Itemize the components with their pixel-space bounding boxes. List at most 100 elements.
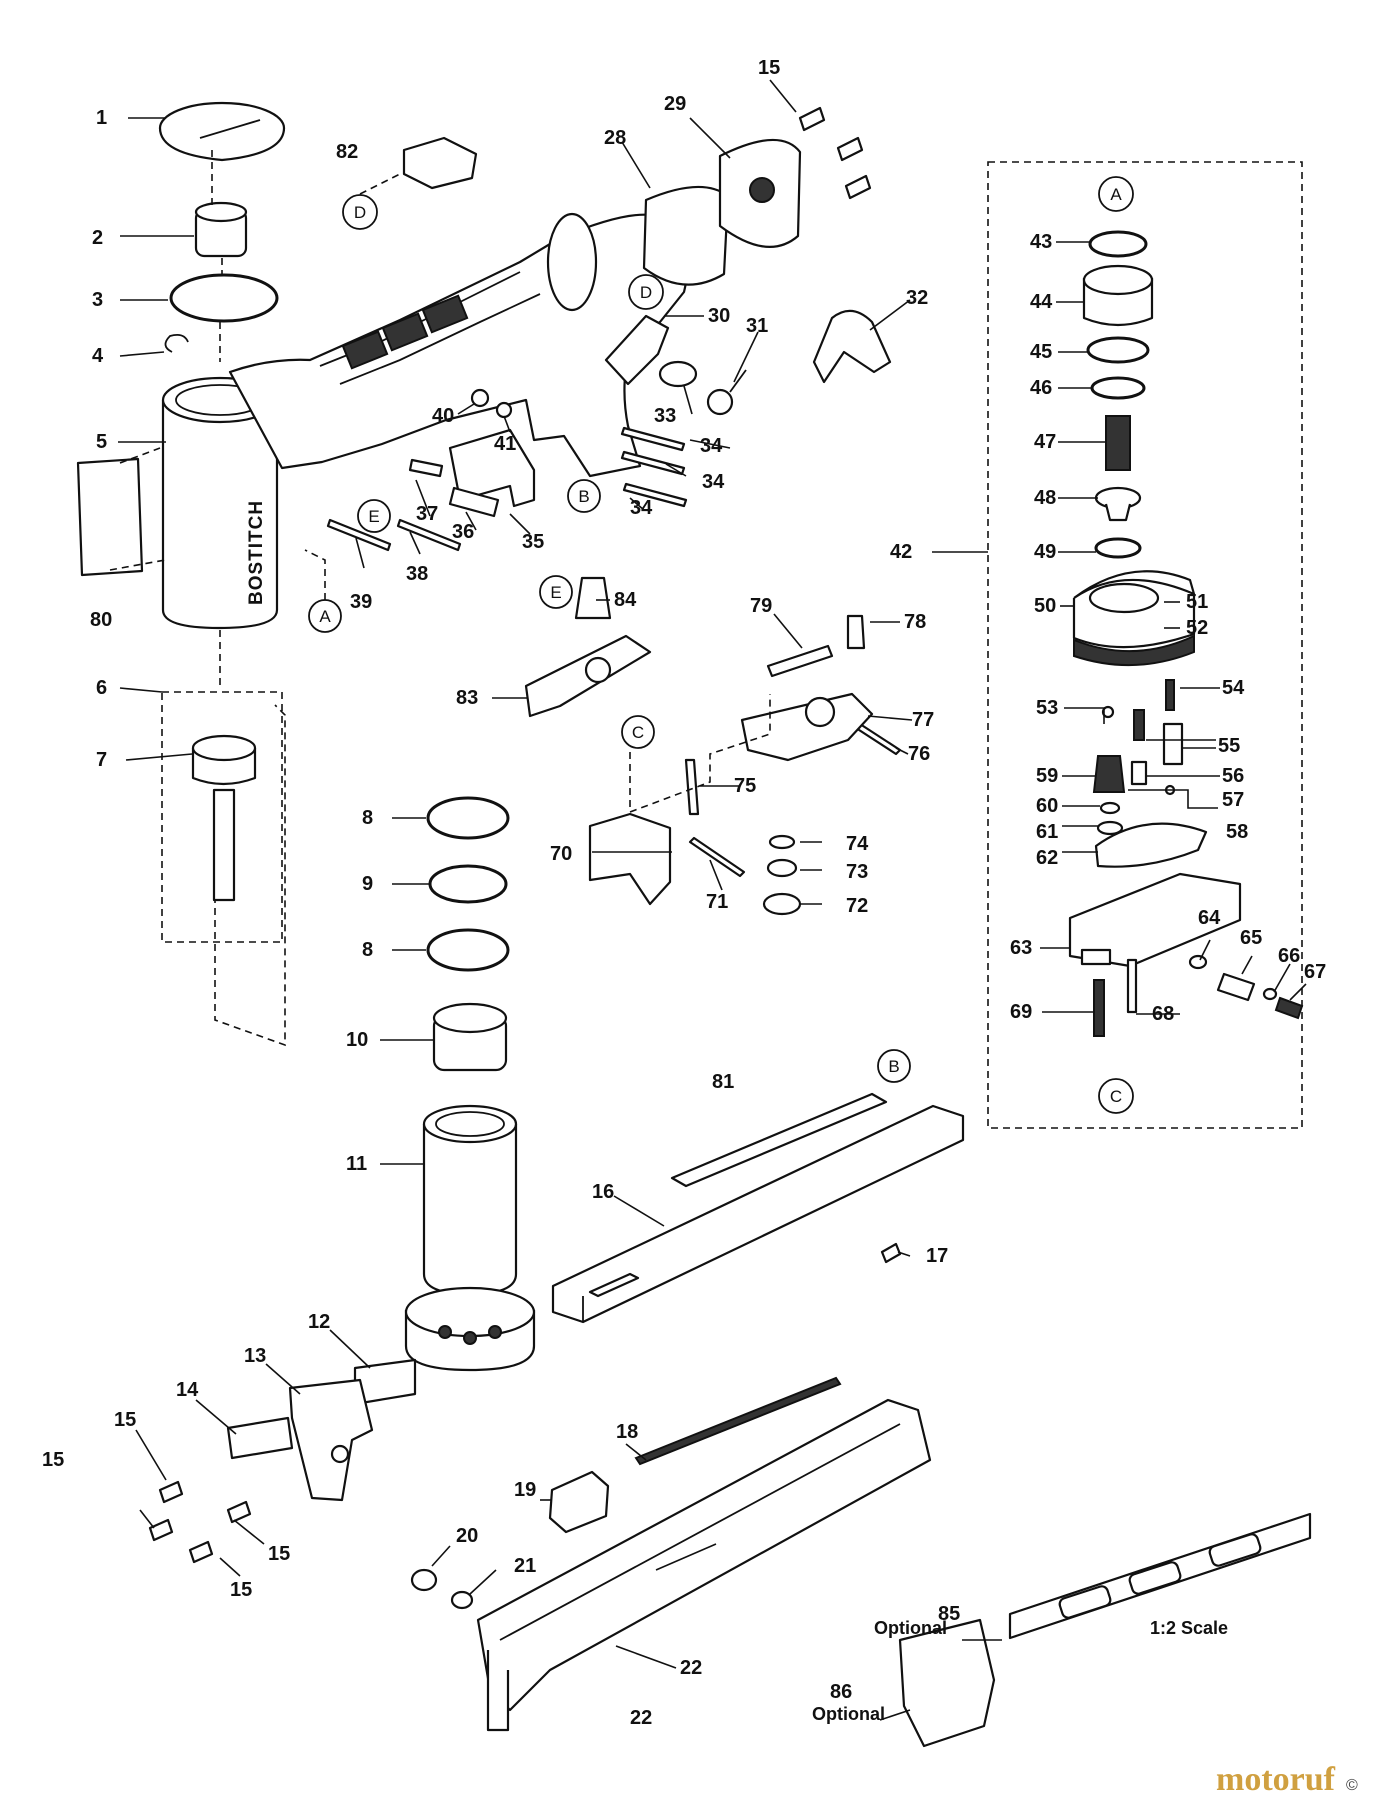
- pn-12: 12: [308, 1311, 330, 1333]
- pn-36: 36: [452, 521, 474, 543]
- pn-14: 14: [176, 1379, 199, 1401]
- part-17-screw: [880, 1242, 902, 1264]
- pn-84: 84: [614, 589, 637, 611]
- box-42: [987, 161, 1303, 1129]
- part-70-housing: [588, 812, 672, 906]
- pn-31: 31: [746, 315, 768, 337]
- pn-85: 85: [938, 1603, 960, 1625]
- pn-39: 39: [350, 591, 372, 613]
- pn-86: 86: [830, 1681, 852, 1703]
- ref-d-body: D: [628, 274, 664, 310]
- part-22-magazine: [476, 1398, 932, 1732]
- pn-83: 83: [456, 687, 478, 709]
- pn-58: 58: [1226, 821, 1248, 843]
- pn-76: 76: [908, 743, 930, 765]
- pn-73: 73: [846, 861, 868, 883]
- pn-65: 65: [1240, 927, 1262, 949]
- part-46-oring: [1090, 376, 1146, 400]
- pn-3: 3: [92, 289, 103, 311]
- part-85-shim: [1008, 1512, 1312, 1640]
- pn-38: 38: [406, 563, 428, 585]
- part-67-screw: [1274, 996, 1304, 1020]
- svg-text:E: E: [368, 507, 379, 526]
- part-38-pin: [396, 518, 462, 552]
- part-29-cover: [718, 138, 802, 248]
- pn-18: 18: [616, 1421, 638, 1443]
- pn-64: 64: [1198, 907, 1221, 929]
- pn-62: 62: [1036, 847, 1058, 869]
- pn-15d: 15: [230, 1579, 252, 1601]
- part-10-bumper: [432, 1002, 508, 1072]
- part-63-valve-block: [1068, 872, 1242, 968]
- pn-71: 71: [706, 891, 728, 913]
- pn-44: 44: [1030, 291, 1053, 313]
- part-74-washer: [768, 834, 796, 850]
- svg-text:©: ©: [1346, 1777, 1358, 1794]
- svg-text:B: B: [888, 1057, 899, 1076]
- pn-16: 16: [592, 1181, 614, 1203]
- pn-41: 41: [494, 433, 516, 455]
- pn-32: 32: [906, 287, 928, 309]
- pn-67: 67: [1304, 961, 1326, 983]
- part-13-bracket: [288, 1378, 374, 1502]
- pn-29: 29: [664, 93, 686, 115]
- guide-a: [304, 549, 326, 600]
- guide-d: [359, 173, 401, 195]
- part-16-channel: [551, 1104, 965, 1324]
- part-15-top-screws: [798, 106, 872, 200]
- ref-c-box: C: [1098, 1078, 1134, 1114]
- part-39-pin: [326, 518, 392, 552]
- part-78-spring: [846, 614, 866, 650]
- part-52-gasket: [1073, 634, 1195, 667]
- pn-40: 40: [432, 405, 454, 427]
- part-65-plug: [1216, 972, 1256, 1002]
- ref-b-channel: B: [877, 1049, 911, 1083]
- part-82-block: [402, 136, 478, 190]
- pn-34a: 34: [700, 435, 723, 457]
- part-37-pin: [408, 458, 444, 478]
- svg-text:motoruf: motoruf: [1216, 1761, 1336, 1798]
- pn-77: 77: [912, 709, 934, 731]
- pn-53: 53: [1036, 697, 1058, 719]
- pn-19: 19: [514, 1479, 536, 1501]
- ref-b-body: B: [567, 479, 601, 513]
- note-optional-86: Optional: [812, 1704, 885, 1724]
- watermark: motoruf ©: [1216, 1761, 1358, 1798]
- svg-text:D: D: [640, 283, 652, 302]
- brand-text: BOSTITCH: [246, 500, 267, 605]
- part-77-lever: [740, 692, 874, 762]
- part-60-oring: [1099, 801, 1121, 815]
- pn-54: 54: [1222, 677, 1245, 699]
- guide-top: [211, 150, 223, 362]
- pn-5: 5: [96, 431, 107, 453]
- part-36-spring: [448, 486, 500, 518]
- pn-22a: 22: [680, 1657, 702, 1679]
- pn-81: 81: [712, 1071, 734, 1093]
- pn-28: 28: [604, 127, 626, 149]
- pn-15a: 15: [114, 1409, 136, 1431]
- part-11-cylinder: [404, 1104, 536, 1372]
- pn-57: 57: [1222, 789, 1244, 811]
- note-scale: 1:2 Scale: [1150, 1618, 1228, 1638]
- part-69-screw: [1093, 979, 1105, 1037]
- part-8a-oring: [426, 796, 510, 840]
- part-79-arm: [766, 644, 834, 678]
- ref-e-latch: E: [539, 575, 573, 609]
- part-21-pin: [450, 1590, 474, 1610]
- ref-d-top: D: [342, 194, 378, 230]
- pn-34b: 34: [702, 471, 725, 493]
- pn-15e: 15: [758, 57, 780, 79]
- part-numbers: 1 2 3 4 5 6 7 8 9 8 10 11 12 13 14 15 15…: [42, 57, 1326, 1729]
- part-48-cap: [1094, 486, 1142, 522]
- pn-61: 61: [1036, 821, 1058, 843]
- pn-37: 37: [416, 503, 438, 525]
- leaders: [118, 79, 1307, 1721]
- pn-1: 1: [96, 107, 107, 129]
- part-81-strip: [670, 1092, 888, 1188]
- pn-50: 50: [1034, 595, 1056, 617]
- pn-11: 11: [346, 1153, 367, 1175]
- pn-45: 45: [1030, 341, 1052, 363]
- pn-13: 13: [244, 1345, 266, 1367]
- ref-e-body: E: [357, 499, 391, 533]
- pn-70: 70: [550, 843, 572, 865]
